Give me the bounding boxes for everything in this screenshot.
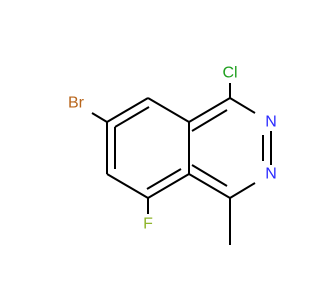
bond-c7-br xyxy=(91,112,108,123)
bond-c8a-c1 xyxy=(188,97,231,123)
bond-c4a-c5 xyxy=(147,173,190,199)
bond-c7-c8-double xyxy=(114,106,150,128)
bond-c1-n2 xyxy=(229,97,256,114)
chemical-structure: Br Cl N N F xyxy=(68,65,277,245)
bond-c5-c6 xyxy=(106,173,149,199)
bond-n3-c4 xyxy=(229,182,256,199)
bond-c4-c4a xyxy=(188,173,231,199)
atom-f: F xyxy=(143,216,153,233)
bond-c7-c8 xyxy=(106,97,149,123)
bond-c8a-c1-double xyxy=(191,109,228,132)
atom-cl: Cl xyxy=(222,65,237,82)
atom-n-top: N xyxy=(265,114,277,131)
bonds xyxy=(91,83,272,245)
bond-c4a-c5-double xyxy=(146,168,182,190)
atom-n-bottom: N xyxy=(265,166,277,183)
bond-c8-c8a xyxy=(147,97,190,123)
bond-c4-c4a-double xyxy=(191,164,228,187)
atom-br: Br xyxy=(68,95,85,112)
